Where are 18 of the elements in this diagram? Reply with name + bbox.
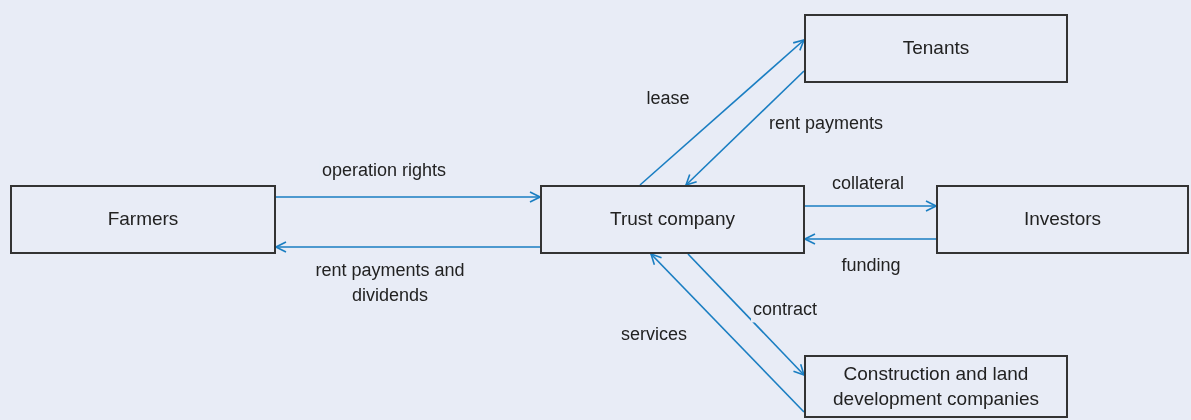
node-label: Tenants (901, 36, 971, 61)
process-box (540, 185, 805, 254)
process-box (804, 14, 1068, 83)
process-box (804, 355, 1068, 418)
arrow (685, 70, 805, 186)
node-label: Farmers (106, 207, 180, 232)
arrow (804, 233, 937, 245)
node-label: Investors (1022, 207, 1103, 232)
arrow (687, 253, 805, 376)
arrow (650, 253, 805, 413)
arrow (275, 191, 541, 203)
node-label: Construction and land development companies (832, 361, 1040, 411)
arrow (275, 241, 541, 253)
process-box (936, 185, 1189, 254)
arrow (639, 39, 805, 186)
process-box (10, 185, 276, 254)
node-label: Trust company (609, 207, 736, 232)
arrow (804, 200, 937, 212)
